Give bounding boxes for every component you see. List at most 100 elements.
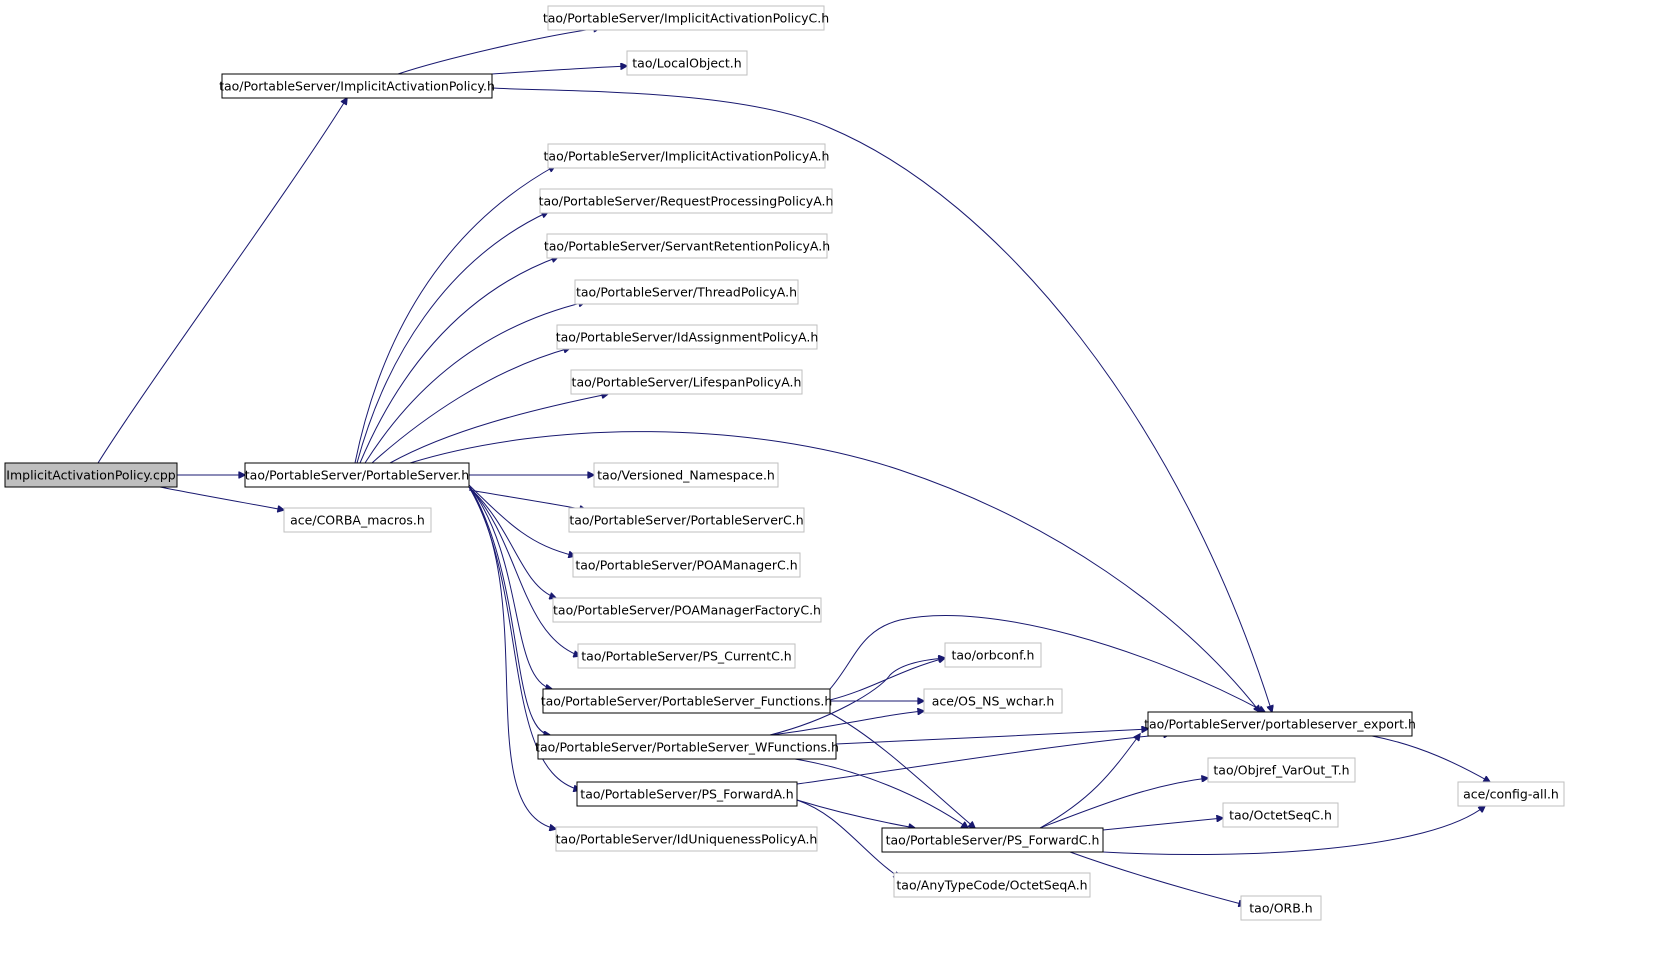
node-orb: tao/ORB.h — [1240, 895, 1322, 921]
node-osns: ace/OS_NS_wchar.h — [923, 688, 1063, 714]
node-anyoct: tao/AnyTypeCode/OctetSeqA.h — [893, 872, 1091, 898]
node-poamfc: tao/PortableServer/POAManagerFactoryC.h — [552, 597, 822, 623]
edge-pswf-to-psfc — [794, 758, 968, 828]
node-label: tao/PortableServer/PS_ForwardA.h — [580, 787, 793, 802]
node-ps_h[interactable]: tao/PortableServer/PortableServer.h — [244, 462, 470, 488]
node-box — [1207, 757, 1356, 783]
node-box — [1240, 895, 1322, 921]
node-cfg: ace/config-all.h — [1457, 781, 1565, 807]
node-psfc[interactable]: tao/PortableServer/PS_ForwardC.h — [881, 827, 1104, 853]
node-label: tao/PortableServer/PS_CurrentC.h — [581, 649, 791, 664]
edge-root-to-iap_h — [97, 98, 347, 464]
edge-ps_h-to-tpa — [364, 302, 585, 464]
node-label: tao/PortableServer/POAManagerFactoryC.h — [553, 603, 821, 618]
node-iapc: tao/PortableServer/ImplicitActivationPol… — [543, 5, 829, 31]
node-idupa: tao/PortableServer/IdUniquenessPolicyA.h — [555, 826, 818, 852]
node-box — [1222, 802, 1339, 828]
node-box — [881, 827, 1104, 853]
node-label: tao/orbconf.h — [952, 648, 1035, 663]
node-label: tao/PortableServer/POAManagerC.h — [575, 558, 797, 573]
node-box — [539, 188, 833, 214]
node-label: tao/PortableServer/PortableServer_Functi… — [541, 694, 833, 709]
node-box — [547, 143, 826, 169]
edge-psfc-to-octc — [1102, 818, 1223, 831]
edge-pswf-to-osns — [769, 711, 924, 736]
node-box — [1147, 711, 1413, 737]
node-box — [893, 872, 1091, 898]
node-octc: tao/OctetSeqC.h — [1222, 802, 1339, 828]
node-pse[interactable]: tao/PortableServer/portableserver_export… — [1144, 711, 1416, 737]
node-label: tao/LocalObject.h — [632, 56, 741, 71]
node-label: tao/PortableServer/LifespanPolicyA.h — [572, 375, 802, 390]
node-label: tao/Versioned_Namespace.h — [597, 468, 775, 483]
node-label: tao/PortableServer/ImplicitActivationPol… — [543, 11, 829, 26]
node-label: tao/PortableServer/PS_ForwardC.h — [886, 833, 1100, 848]
node-iap_h[interactable]: tao/PortableServer/ImplicitActivationPol… — [219, 73, 495, 99]
edge-psf-to-pse — [829, 615, 1265, 712]
node-label: ImplicitActivationPolicy.cpp — [6, 468, 176, 483]
edge-pswf-to-orbconf — [769, 658, 945, 736]
node-box — [555, 826, 818, 852]
edge-ps_h-to-poamfc — [468, 486, 556, 598]
node-poamc: tao/PortableServer/POAManagerC.h — [572, 552, 801, 578]
node-box — [552, 597, 822, 623]
edge-ps_h-to-lspa — [389, 394, 608, 464]
node-box — [923, 688, 1063, 714]
node-srpa: tao/PortableServer/ServantRetentionPolic… — [544, 233, 830, 259]
node-label: ace/config-all.h — [1463, 787, 1559, 802]
node-psf[interactable]: tao/PortableServer/PortableServer_Functi… — [541, 688, 833, 714]
node-label: tao/AnyTypeCode/OctetSeqA.h — [896, 878, 1087, 893]
node-box — [577, 643, 796, 669]
edge-psfa-to-psfc — [796, 799, 915, 828]
edge-psfa-to-pse — [796, 734, 1170, 785]
node-box — [244, 462, 470, 488]
node-box — [547, 5, 825, 31]
node-label: tao/ORB.h — [1249, 901, 1312, 916]
edge-ps_h-to-pse — [409, 431, 1260, 712]
node-iapa: tao/PortableServer/ImplicitActivationPol… — [544, 143, 829, 169]
node-idapa: tao/PortableServer/IdAssignmentPolicyA.h — [556, 324, 818, 350]
node-box — [1457, 781, 1565, 807]
node-box — [4, 462, 178, 488]
node-box — [221, 73, 493, 99]
node-label: tao/PortableServer/ServantRetentionPolic… — [544, 239, 830, 254]
node-localobj: tao/LocalObject.h — [626, 50, 748, 76]
node-box — [568, 507, 805, 533]
edge-psfc-to-pse — [1039, 734, 1140, 829]
node-label: tao/PortableServer/ImplicitActivationPol… — [219, 79, 495, 94]
node-label: tao/PortableServer/ThreadPolicyA.h — [576, 285, 797, 300]
edge-ps_h-to-pscur — [468, 486, 580, 656]
edge-iap_h-to-iapc — [397, 28, 600, 75]
edge-psf-to-psfc — [829, 712, 975, 828]
node-corba: ace/CORBA_macros.h — [283, 507, 432, 533]
node-orbconf: tao/orbconf.h — [944, 642, 1042, 668]
edge-ps_h-to-srpa — [359, 257, 558, 464]
edge-root-to-corba — [159, 486, 284, 510]
node-label: tao/PortableServer/IdUniquenessPolicyA.h — [556, 832, 818, 847]
edge-psfc-to-cfg — [1102, 806, 1485, 856]
edge-iap_h-to-localobj — [491, 66, 627, 75]
edge-pswf-to-pse — [835, 729, 1148, 745]
node-label: tao/PortableServer/RequestProcessingPoli… — [539, 194, 834, 209]
node-root[interactable]: ImplicitActivationPolicy.cpp — [4, 462, 178, 488]
node-box — [593, 462, 779, 488]
node-lspa: tao/PortableServer/LifespanPolicyA.h — [570, 369, 803, 395]
node-box — [574, 279, 799, 305]
edge-psfc-to-objref — [1039, 778, 1208, 829]
node-vns: tao/Versioned_Namespace.h — [593, 462, 779, 488]
edge-ps_h-to-idapa — [371, 348, 570, 464]
node-box — [556, 324, 818, 350]
node-label: ace/CORBA_macros.h — [290, 513, 425, 528]
node-objref: tao/Objref_VarOut_T.h — [1207, 757, 1356, 783]
node-pscur: tao/PortableServer/PS_CurrentC.h — [577, 643, 796, 669]
node-box — [626, 50, 748, 76]
node-pswf[interactable]: tao/PortableServer/PortableServer_WFunct… — [535, 734, 839, 760]
edge-ps_h-to-pswf — [469, 486, 550, 735]
node-box — [542, 688, 831, 714]
node-psc: tao/PortableServer/PortableServerC.h — [568, 507, 805, 533]
node-label: tao/PortableServer/PortableServerC.h — [569, 513, 803, 528]
node-box — [283, 507, 432, 533]
node-psfa[interactable]: tao/PortableServer/PS_ForwardA.h — [576, 781, 798, 807]
node-box — [572, 552, 801, 578]
